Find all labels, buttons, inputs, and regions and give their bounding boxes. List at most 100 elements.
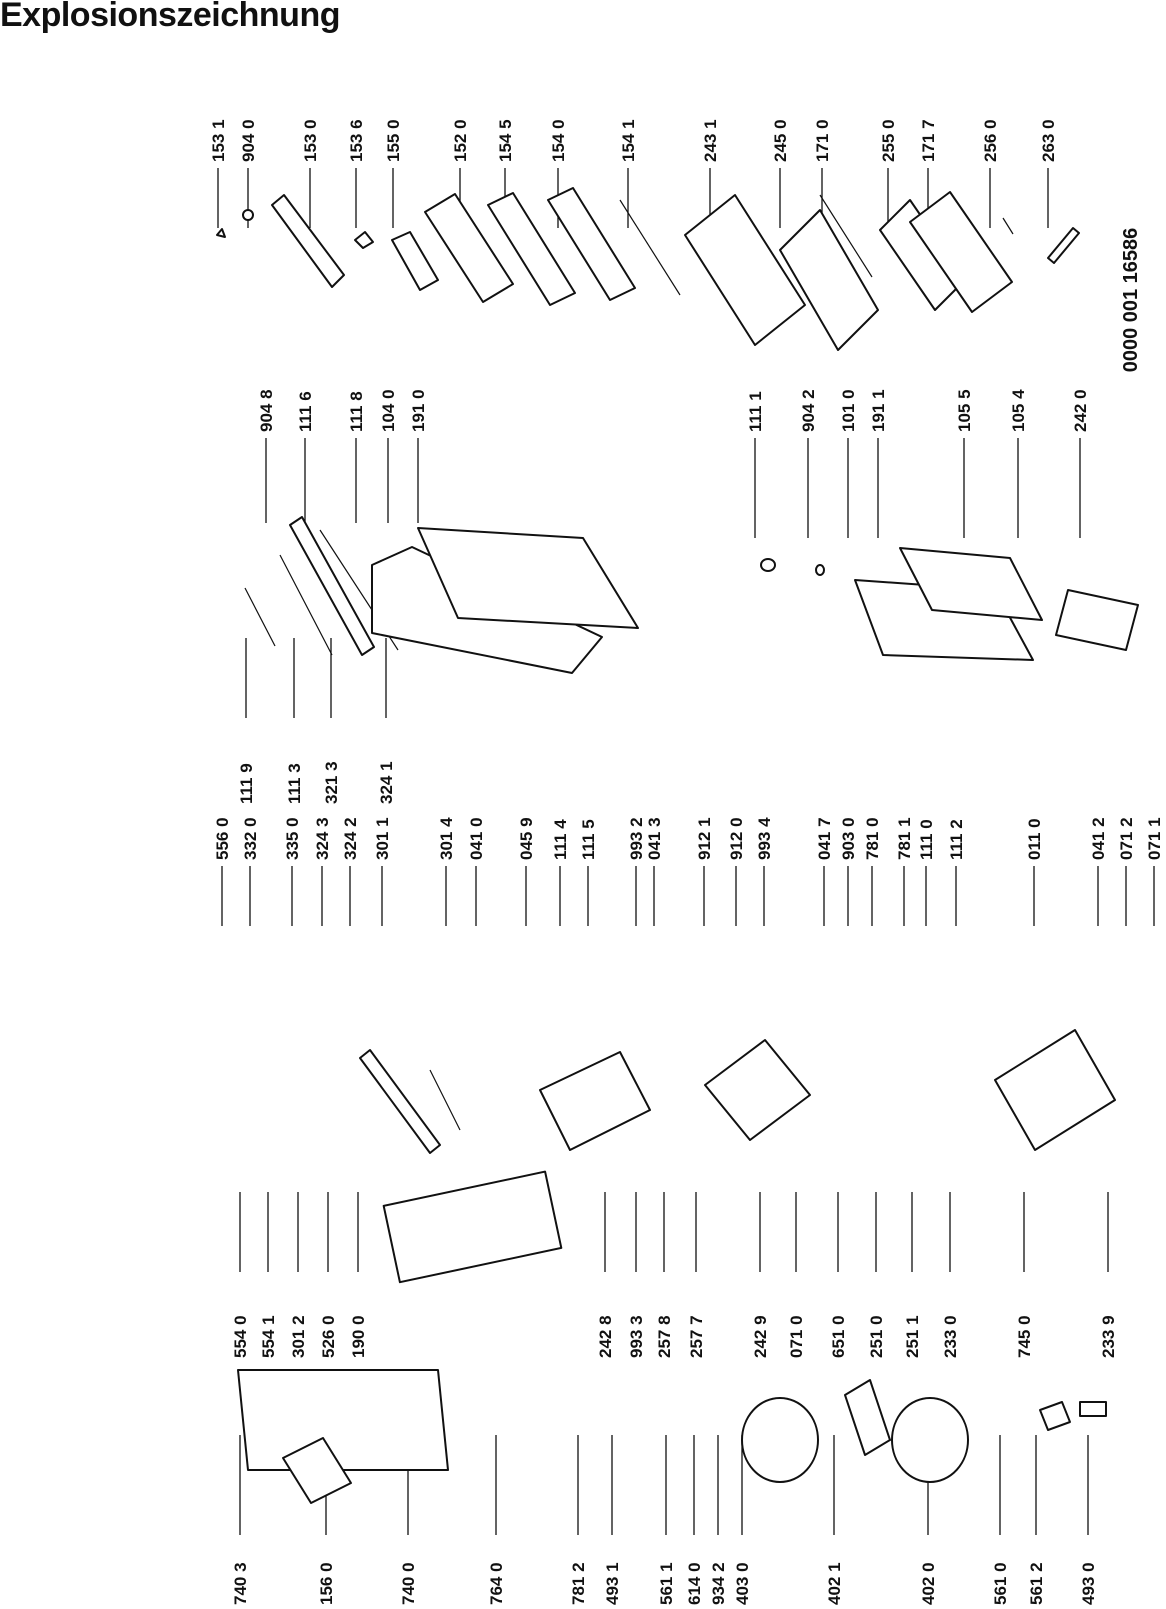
part-label-152-0: 152 0 bbox=[451, 119, 470, 162]
part-label-243-1: 243 1 bbox=[701, 119, 720, 162]
part-label-903-0: 903 0 bbox=[839, 817, 858, 860]
part-label-263-0: 263 0 bbox=[1039, 119, 1058, 162]
part-drawing-153-0 bbox=[271, 194, 345, 288]
part-drawing-153-1 bbox=[216, 228, 226, 238]
part-label-745-0: 745 0 bbox=[1015, 1315, 1034, 1358]
part-label-251-0: 251 0 bbox=[867, 1315, 886, 1358]
part-label-493-1: 493 1 bbox=[603, 1562, 622, 1605]
part-drawing-243-1 bbox=[684, 194, 806, 346]
part-drawing-263-0 bbox=[1047, 227, 1080, 264]
part-label-156-0: 156 0 bbox=[317, 1562, 336, 1605]
part-drawing-cabinet bbox=[382, 1170, 563, 1284]
part-label-190-0: 190 0 bbox=[349, 1315, 368, 1358]
part-label-493-0: 493 0 bbox=[1079, 1562, 1098, 1605]
part-drawing-904-0 bbox=[242, 209, 254, 221]
part-label-912-1: 912 1 bbox=[695, 817, 714, 860]
part-label-526-0: 526 0 bbox=[319, 1315, 338, 1358]
part-label-191-0: 191 0 bbox=[409, 389, 428, 432]
part-drawing-171-0 bbox=[819, 194, 873, 278]
part-label-904-2: 904 2 bbox=[799, 389, 818, 432]
part-drawing-740-0 bbox=[237, 1369, 449, 1471]
part-label-242-9: 242 9 bbox=[751, 1315, 770, 1358]
part-label-324-1: 324 1 bbox=[377, 761, 396, 804]
part-label-251-1: 251 1 bbox=[903, 1315, 922, 1358]
part-label-154-5: 154 5 bbox=[496, 119, 515, 162]
part-label-904-8: 904 8 bbox=[257, 389, 276, 432]
part-label-155-0: 155 0 bbox=[384, 119, 403, 162]
part-label-111-0: 111 0 bbox=[917, 819, 936, 860]
part-drawing-156-0 bbox=[282, 1437, 352, 1504]
part-label-781-1: 781 1 bbox=[895, 817, 914, 860]
part-label-191-1: 191 1 bbox=[869, 389, 888, 432]
part-label-651-0: 651 0 bbox=[829, 1315, 848, 1358]
part-label-111-1: 111 1 bbox=[746, 391, 765, 432]
part-label-111-3: 111 3 bbox=[285, 763, 304, 804]
part-label-556-0: 556 0 bbox=[213, 817, 232, 860]
part-label-071-2: 071 2 bbox=[1117, 817, 1136, 860]
part-drawing-111-3 bbox=[279, 554, 333, 656]
part-label-233-0: 233 0 bbox=[941, 1315, 960, 1358]
part-label-301-4: 301 4 bbox=[437, 817, 456, 860]
part-drawing-154-1 bbox=[619, 199, 681, 296]
part-label-041-2: 041 2 bbox=[1089, 817, 1108, 860]
part-drawing-111-1 bbox=[760, 558, 776, 572]
part-drawing-154-5 bbox=[487, 192, 576, 306]
part-label-245-0: 245 0 bbox=[771, 119, 790, 162]
part-label-335-0: 335 0 bbox=[283, 817, 302, 860]
part-label-111-9: 111 9 bbox=[237, 763, 256, 804]
part-label-105-4: 105 4 bbox=[1009, 389, 1028, 432]
part-label-993-4: 993 4 bbox=[755, 817, 774, 860]
part-label-912-0: 912 0 bbox=[727, 817, 746, 860]
part-label-934-2: 934 2 bbox=[709, 1562, 728, 1605]
part-drawing-402-1 bbox=[844, 1379, 891, 1456]
part-label-041-0: 041 0 bbox=[467, 817, 486, 860]
part-label-011-0: 011 0 bbox=[1025, 818, 1044, 860]
part-label-111-8: 111 8 bbox=[347, 391, 366, 432]
part-label-255-0: 255 0 bbox=[879, 119, 898, 162]
part-drawing-242-9 bbox=[704, 1039, 811, 1141]
part-label-071-0: 071 0 bbox=[787, 1315, 806, 1358]
part-drawing-152-0 bbox=[424, 193, 514, 303]
part-label-153-6: 153 6 bbox=[347, 119, 366, 162]
part-drawing-155-0 bbox=[391, 231, 439, 291]
part-label-257-8: 257 8 bbox=[655, 1315, 674, 1358]
part-label-993-2: 993 2 bbox=[627, 817, 646, 860]
part-label-104-0: 104 0 bbox=[379, 389, 398, 432]
part-label-301-2: 301 2 bbox=[289, 1315, 308, 1358]
part-drawing-301-1 bbox=[359, 1049, 441, 1154]
part-label-045-9: 045 9 bbox=[517, 817, 536, 860]
part-drawing-256-0 bbox=[1002, 217, 1014, 235]
part-label-111-5: 111 5 bbox=[579, 819, 598, 860]
part-label-242-0: 242 0 bbox=[1071, 389, 1090, 432]
page-title: Explosionszeichnung bbox=[0, 0, 340, 34]
part-drawings bbox=[216, 187, 1139, 1504]
part-label-554-1: 554 1 bbox=[259, 1315, 278, 1358]
part-label-324-2: 324 2 bbox=[341, 817, 360, 860]
part-label-561-2: 561 2 bbox=[1027, 1562, 1046, 1605]
part-drawing-745-0 bbox=[994, 1029, 1116, 1151]
part-label-561-1: 561 1 bbox=[657, 1562, 676, 1605]
part-label-256-0: 256 0 bbox=[981, 119, 1000, 162]
part-label-993-3: 993 3 bbox=[627, 1315, 646, 1358]
leader-lines bbox=[217, 168, 1155, 1535]
part-label-153-0: 153 0 bbox=[301, 119, 320, 162]
part-drawing-493-0 bbox=[1079, 1401, 1107, 1417]
part-drawing-402-0 bbox=[891, 1397, 969, 1483]
drawing-code: 0000 001 16586 bbox=[1120, 228, 1142, 373]
part-label-554-0: 554 0 bbox=[231, 1315, 250, 1358]
part-label-321-3: 321 3 bbox=[322, 761, 341, 804]
part-label-111-4: 111 4 bbox=[551, 819, 570, 860]
part-label-403-0: 403 0 bbox=[733, 1562, 752, 1605]
part-label-740-3: 740 3 bbox=[231, 1562, 250, 1605]
part-drawing-171-7 bbox=[909, 191, 1013, 313]
part-label-041-7: 041 7 bbox=[815, 817, 834, 860]
part-drawing-111-9 bbox=[244, 587, 276, 647]
part-label-154-1: 154 1 bbox=[619, 119, 638, 162]
part-label-781-0: 781 0 bbox=[863, 817, 882, 860]
part-label-332-0: 332 0 bbox=[241, 817, 260, 860]
part-label-402-1: 402 1 bbox=[825, 1562, 844, 1605]
part-drawing-191-0 bbox=[417, 527, 639, 629]
part-drawing-153-6 bbox=[354, 231, 374, 249]
part-label-111-2: 111 2 bbox=[947, 819, 966, 860]
